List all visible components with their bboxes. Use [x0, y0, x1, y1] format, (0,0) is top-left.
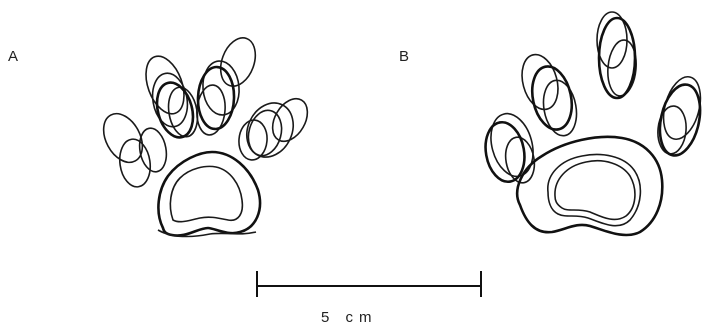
- panel-label-b: B: [399, 48, 409, 65]
- paw-b-toe-1: [481, 109, 540, 185]
- paw-print-b: [481, 12, 702, 235]
- paw-b-toe-4: [654, 73, 702, 159]
- scale-bar-label: 5 cm: [321, 309, 378, 326]
- paw-a-toe-4: [237, 93, 314, 165]
- paw-a-main-pad: [158, 152, 260, 237]
- paw-b-toe-3: [597, 12, 638, 98]
- paw-print-a: [96, 33, 315, 236]
- scale-bar: 5 cm: [257, 271, 481, 326]
- panel-label-a: A: [8, 48, 18, 65]
- paw-a-toe-1: [96, 107, 170, 189]
- paw-b-toe-2: [516, 51, 580, 139]
- paw-b-main-pad: [517, 137, 662, 235]
